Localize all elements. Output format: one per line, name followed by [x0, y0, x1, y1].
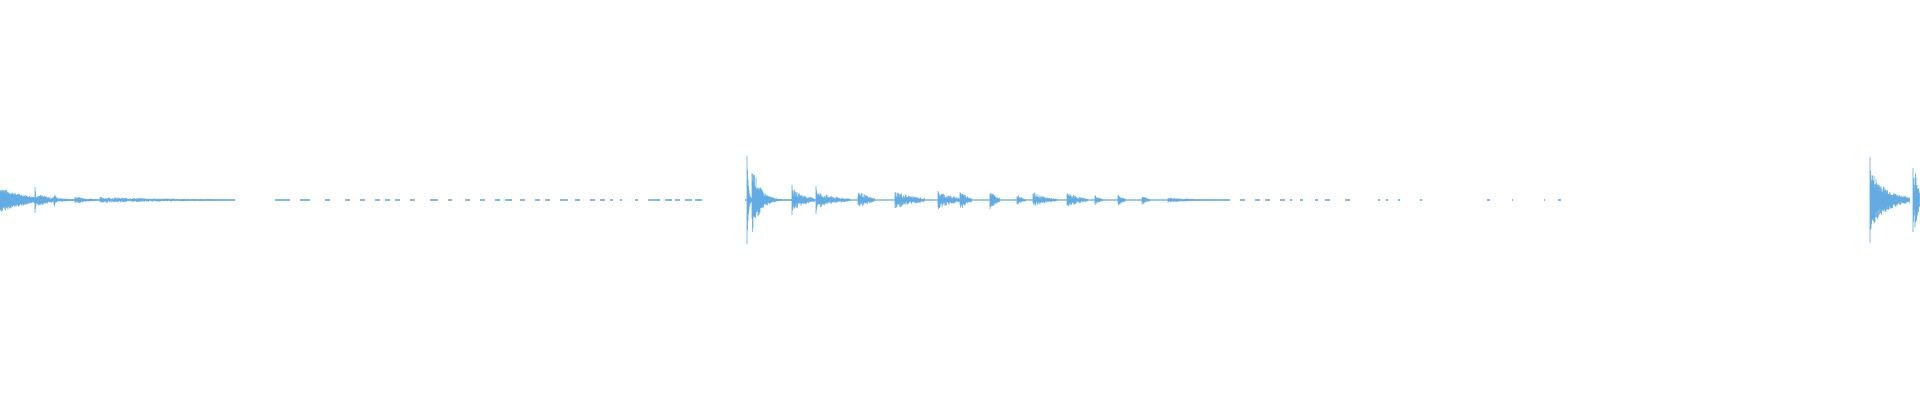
waveform-quiet-segment [1420, 199, 1422, 201]
waveform-quiet-segment [375, 199, 380, 201]
waveform-quiet-segment [505, 199, 512, 201]
waveform-quiet-segment [1386, 199, 1388, 201]
waveform-quiet-segment [665, 199, 672, 201]
waveform-quiet-segment [1290, 199, 1292, 201]
waveform-quiet-segment [610, 199, 613, 201]
waveform-burst [1141, 196, 1150, 205]
waveform-quiet-segment [230, 199, 235, 201]
waveform-quiet-segment [1325, 199, 1330, 201]
waveform-quiet-segment [600, 199, 605, 201]
waveform-quiet-segment [395, 199, 400, 201]
waveform-quiet-segment [1315, 199, 1318, 201]
waveform-quiet-segment [1300, 199, 1303, 201]
waveform-quiet-segment [1558, 199, 1561, 201]
waveform-quiet-segment [480, 199, 485, 201]
waveform-quiet-segment [545, 199, 550, 201]
waveform-quiet-segment [648, 199, 660, 201]
waveform-quiet-segment [695, 199, 702, 201]
waveform-quiet-segment [675, 199, 680, 201]
waveform-quiet-segment [1215, 199, 1230, 201]
waveform-burst [53, 194, 58, 207]
waveform-baseline [745, 199, 1215, 201]
waveform-burst [1869, 157, 1872, 243]
waveform-quiet-segment [360, 199, 365, 201]
waveform-quiet-segment [685, 199, 692, 201]
waveform-quiet-segment [1345, 199, 1350, 201]
waveform-quiet-segment [1378, 199, 1380, 201]
waveform-quiet-segment [1487, 199, 1490, 201]
waveform-quiet-segment [635, 199, 638, 201]
waveform-quiet-segment [410, 199, 415, 201]
waveform-quiet-segment [590, 199, 595, 201]
waveform-quiet-segment [620, 199, 622, 201]
waveform-quiet-segment [535, 199, 540, 201]
waveform-quiet-segment [1240, 199, 1245, 201]
waveform-burst [793, 189, 815, 209]
waveform-burst [1870, 175, 1910, 229]
waveform-quiet-segment [1544, 199, 1545, 201]
waveform-quiet-segment [300, 199, 310, 201]
waveform-quiet-segment [1280, 199, 1285, 201]
waveform-quiet-segment [448, 199, 452, 201]
waveform-quiet-segment [275, 199, 290, 201]
waveform-quiet-segment [1512, 199, 1513, 201]
waveform-quiet-segment [575, 199, 580, 201]
waveform-baseline [0, 199, 230, 201]
waveform-burst [1912, 168, 1916, 232]
waveform-quiet-segment [325, 199, 330, 201]
waveform-quiet-segment [1255, 199, 1260, 201]
waveform-quiet-segment [430, 199, 438, 201]
waveform-burst [1914, 173, 1920, 228]
waveform-quiet-segment [385, 199, 390, 201]
waveform-quiet-segment [345, 199, 350, 201]
waveform-burst [751, 172, 795, 232]
waveform-burst [989, 193, 1000, 210]
waveform-quiet-segment [465, 199, 470, 201]
waveform-quiet-segment [1265, 199, 1270, 201]
waveform-quiet-segment [1398, 199, 1400, 201]
waveform-quiet-segment [520, 199, 525, 201]
waveform-quiet-segment [560, 199, 568, 201]
waveform-quiet-segment [495, 199, 500, 201]
